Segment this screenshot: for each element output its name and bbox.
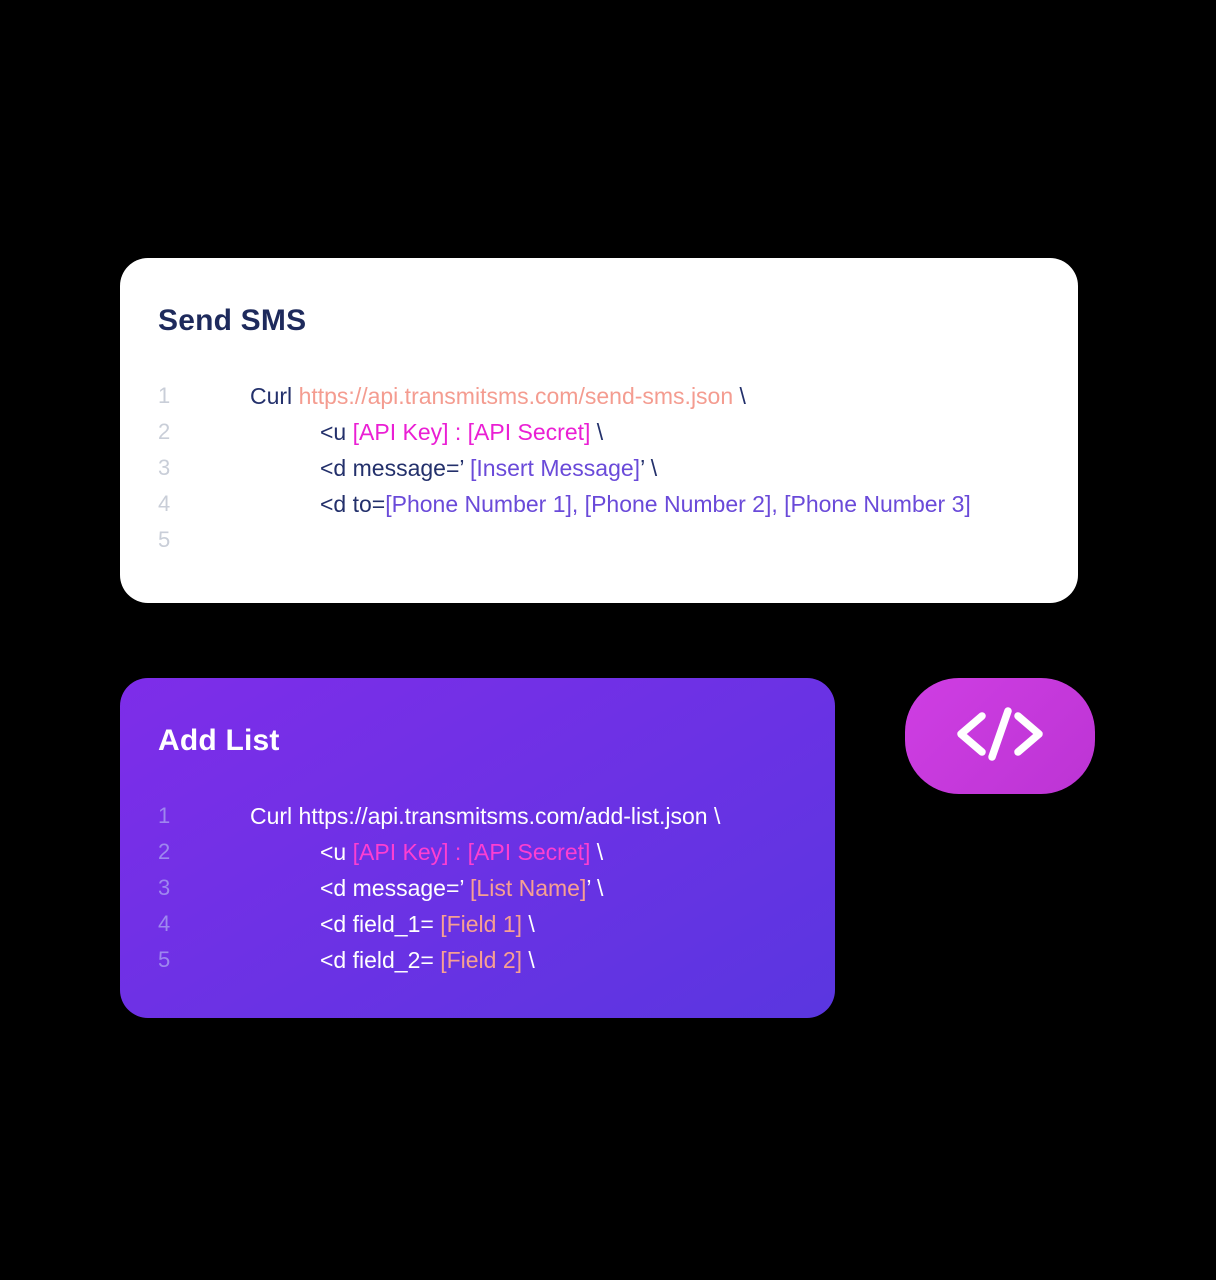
code-brackets-icon <box>952 705 1048 768</box>
code-segment: \ <box>590 419 604 445</box>
code-badge <box>905 678 1095 794</box>
code-line: 1 Curl https://api.transmitsms.com/add-l… <box>158 798 835 834</box>
code-segment: \ <box>590 839 604 865</box>
code-segment-field1: [Field 1] <box>440 911 523 937</box>
code-segment-message: [Insert Message] <box>470 455 641 481</box>
code-segment: <d field_1= <box>320 911 441 937</box>
code-segment: \ <box>733 383 746 409</box>
code-segment: \ <box>522 911 535 937</box>
code-text: <d to=[Phone Number 1], [Phone Number 2]… <box>250 486 971 522</box>
code-line: 2 <u [API Key] : [API Secret] \ <box>158 834 835 870</box>
code-line: 5 <d field_2= [Field 2] \ <box>158 942 835 978</box>
line-number: 4 <box>158 491 171 516</box>
add-list-code-block: 1 Curl https://api.transmitsms.com/add-l… <box>120 798 835 978</box>
code-text: Curl https://api.transmitsms.com/send-sm… <box>250 378 746 414</box>
code-line: 3 <d message=’ [Insert Message]’ \ <box>158 450 1078 486</box>
code-segment-credentials: [API Key] : [API Secret] <box>352 839 591 865</box>
code-segment: Curl <box>250 383 299 409</box>
line-number: 2 <box>158 419 171 444</box>
add-list-card-title: Add List <box>158 724 280 757</box>
code-segment-list-name: [List Name] <box>470 875 587 901</box>
code-segment: ’ \ <box>586 875 604 901</box>
send-sms-card: Send SMS 1 Curl https://api.transmitsms.… <box>120 258 1078 603</box>
code-segment-credentials: [API Key] : [API Secret] <box>352 419 591 445</box>
code-line: 4 <d to=[Phone Number 1], [Phone Number … <box>158 486 1078 522</box>
code-text: <d message=’ [Insert Message]’ \ <box>250 450 657 486</box>
code-segment-phone-numbers: [Phone Number 1], [Phone Number 2], [Pho… <box>385 491 971 517</box>
code-segment: <d message=’ <box>320 875 471 901</box>
line-number: 3 <box>158 455 171 480</box>
line-number: 1 <box>158 803 171 828</box>
code-text: <d message=’ [List Name]’ \ <box>250 870 603 906</box>
code-segment-field2: [Field 2] <box>440 947 523 973</box>
line-number: 1 <box>158 383 171 408</box>
code-segment-url: https://api.transmitsms.com/send-sms.jso… <box>298 383 734 409</box>
code-text: <d field_2= [Field 2] \ <box>250 942 535 978</box>
line-number: 5 <box>158 947 171 972</box>
code-text: <d field_1= [Field 1] \ <box>250 906 535 942</box>
code-segment: <d field_2= <box>320 947 441 973</box>
line-number: 5 <box>158 527 171 552</box>
send-sms-card-title: Send SMS <box>158 304 307 337</box>
add-list-card: Add List 1 Curl https://api.transmitsms.… <box>120 678 835 1018</box>
code-segment: <u <box>320 419 353 445</box>
code-text: <u [API Key] : [API Secret] \ <box>250 834 603 870</box>
code-text: <u [API Key] : [API Secret] \ <box>250 414 603 450</box>
line-number: 4 <box>158 911 171 936</box>
code-segment: ’ \ <box>640 455 658 481</box>
code-segment: \ <box>522 947 535 973</box>
code-segment: <d to= <box>320 491 386 517</box>
code-segment: Curl https://api.transmitsms.com/add-lis… <box>250 803 721 829</box>
send-sms-code-block: 1 Curl https://api.transmitsms.com/send-… <box>120 378 1078 558</box>
line-number: 2 <box>158 839 171 864</box>
code-line: 1 Curl https://api.transmitsms.com/send-… <box>158 378 1078 414</box>
code-line: 5 <box>158 522 1078 558</box>
code-line: 3 <d message=’ [List Name]’ \ <box>158 870 835 906</box>
code-segment: <d message=’ <box>320 455 471 481</box>
code-text: Curl https://api.transmitsms.com/add-lis… <box>250 798 720 834</box>
code-line: 2 <u [API Key] : [API Secret] \ <box>158 414 1078 450</box>
line-number: 3 <box>158 875 171 900</box>
code-segment: <u <box>320 839 353 865</box>
code-line: 4 <d field_1= [Field 1] \ <box>158 906 835 942</box>
